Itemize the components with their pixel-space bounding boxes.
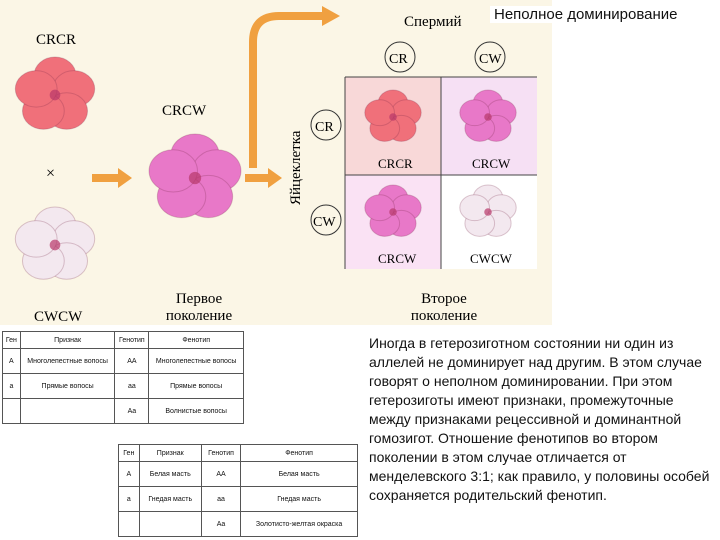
parent-ww-label: CWCW: [34, 309, 83, 325]
table-header-cell: Признак: [139, 445, 201, 462]
table-header-cell: Фенотип: [149, 332, 244, 349]
first-generation-line2: поколение: [166, 308, 233, 324]
table-cell: Прямые вопосы: [149, 374, 244, 399]
egg-allele-w: CW: [313, 215, 336, 230]
table-cell: Aa: [115, 399, 149, 424]
table-cell: [139, 512, 201, 537]
table-cell: Многолепестные вопосы: [149, 349, 244, 374]
sperm-allele-w: CW: [479, 52, 502, 67]
table-cell: a: [3, 374, 21, 399]
table-cell: Гнедая масть: [241, 487, 358, 512]
table-cell: Прямые вопосы: [20, 374, 115, 399]
table-cell: a: [119, 487, 140, 512]
punnett-cell-ww: CWCW: [470, 251, 513, 266]
table-cell: Многолепестные вопосы: [20, 349, 115, 374]
egg-label: Яйцеклетка: [288, 130, 304, 205]
page-title: Неполное доминирование: [490, 6, 681, 23]
table-cell: AA: [115, 349, 149, 374]
table-header-cell: Генотип: [115, 332, 149, 349]
table-cell: aa: [115, 374, 149, 399]
punnett-cell-rr: CRCR: [378, 156, 413, 171]
table-cell: [3, 399, 21, 424]
table-cell: A: [3, 349, 21, 374]
table-header-cell: Признак: [20, 332, 115, 349]
table-cell: [20, 399, 115, 424]
table-header-cell: Ген: [3, 332, 21, 349]
arrow-to-sperm-head: [322, 6, 340, 26]
sperm-label: Спермий: [404, 14, 462, 30]
table-cell: Aa: [201, 512, 240, 537]
table-header-cell: Фенотип: [241, 445, 358, 462]
punnett-cell-rw-bottom: CRCW: [378, 251, 417, 266]
second-generation-line2: поколение: [411, 308, 478, 324]
parent-red-flower: [15, 57, 94, 129]
punnett-cell-rw-top: CRCW: [472, 156, 511, 171]
table-cell: A: [119, 462, 140, 487]
table-cell: [119, 512, 140, 537]
description-text: Иногда в гетерозиготном состоянии ни оди…: [369, 334, 717, 505]
table-cell: Золотисто-желтая окраска: [241, 512, 358, 537]
arrow-to-grid: [245, 168, 282, 188]
table-cell: Волнистые вопосы: [149, 399, 244, 424]
table-cell: Белая масть: [241, 462, 358, 487]
sperm-allele-r: CR: [389, 52, 408, 67]
parent-white-flower: [15, 207, 94, 279]
arrow-to-f1: [92, 168, 132, 188]
first-generation-line1: Первое: [176, 291, 223, 307]
table-header-cell: Ген: [119, 445, 140, 462]
cross-sign: ×: [46, 165, 55, 182]
egg-allele-r: CR: [315, 120, 334, 135]
cross-diagram: CRCR CWCW × CRCW Первое поколение Сперми…: [0, 0, 552, 325]
table-cell: Белая масть: [139, 462, 201, 487]
table-cell: aa: [201, 487, 240, 512]
table-cell: AA: [201, 462, 240, 487]
second-generation-line1: Второе: [421, 291, 467, 307]
f1-genotype-label: CRCW: [162, 103, 207, 119]
f1-pink-flower: [149, 134, 241, 218]
table-cell: Гнедая масть: [139, 487, 201, 512]
table-header-cell: Генотип: [201, 445, 240, 462]
parent-rr-label: CRCR: [36, 32, 76, 48]
